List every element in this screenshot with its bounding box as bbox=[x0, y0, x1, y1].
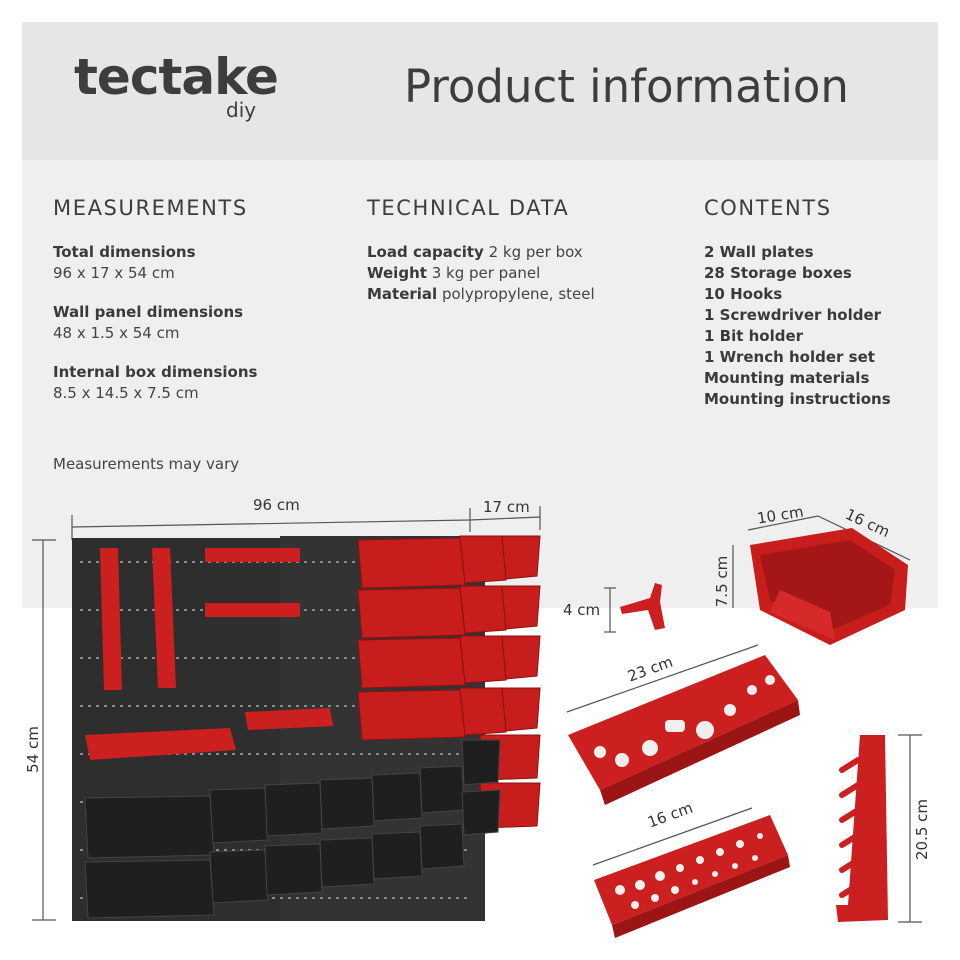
brand-logo-sub: diy bbox=[226, 98, 257, 122]
technical-value: 2 kg per box bbox=[488, 243, 583, 261]
contents-item: 1 Bit holder bbox=[704, 327, 804, 345]
measurement-label: Wall panel dimensions bbox=[53, 303, 244, 321]
black-storage-boxes bbox=[84, 739, 501, 919]
dim-wrench-holder: 20.5 cm bbox=[913, 798, 932, 861]
technical-label: Material bbox=[367, 285, 438, 303]
technical-heading: TECHNICAL DATA bbox=[367, 196, 570, 220]
measurement-value: 8.5 x 14.5 x 7.5 cm bbox=[53, 384, 199, 402]
measurements-heading: MEASUREMENTS bbox=[53, 196, 248, 220]
measurement-item: Internal box dimensions 8.5 x 14.5 x 7.5… bbox=[53, 362, 257, 404]
technical-row: Load capacity 2 kg per box bbox=[367, 242, 595, 263]
brand-logo: tectake bbox=[74, 48, 279, 106]
technical-value: 3 kg per panel bbox=[431, 264, 541, 282]
header-band bbox=[22, 22, 938, 160]
contents-heading: CONTENTS bbox=[704, 196, 832, 220]
hook-part bbox=[620, 583, 665, 630]
contents-item: 10 Hooks bbox=[704, 285, 783, 303]
technical-value: polypropylene, steel bbox=[441, 285, 595, 303]
measurement-value: 48 x 1.5 x 54 cm bbox=[53, 324, 180, 342]
contents-item: 28 Storage boxes bbox=[704, 264, 852, 282]
measurement-item: Wall panel dimensions 48 x 1.5 x 54 cm bbox=[53, 302, 257, 344]
contents-item: Mounting instructions bbox=[704, 390, 891, 408]
technical-label: Weight bbox=[367, 264, 427, 282]
dim-depth: 17 cm bbox=[483, 498, 530, 516]
measurement-value: 96 x 17 x 54 cm bbox=[53, 264, 175, 282]
measurement-label: Internal box dimensions bbox=[53, 363, 258, 381]
single-box bbox=[750, 528, 908, 645]
contents-section: CONTENTS 2 Wall plates 28 Storage boxes … bbox=[704, 196, 891, 410]
dim-hook: 4 cm bbox=[563, 601, 601, 619]
technical-row: Material polypropylene, steel bbox=[367, 284, 595, 305]
technical-row: Weight 3 kg per panel bbox=[367, 263, 595, 284]
tool-holder bbox=[568, 655, 800, 805]
contents-item: 1 Screwdriver holder bbox=[704, 306, 882, 324]
measurements-note: Measurements may vary bbox=[53, 455, 240, 473]
dim-box-height: 7.5 cm bbox=[713, 555, 732, 608]
measurement-item: Total dimensions 96 x 17 x 54 cm bbox=[53, 242, 257, 284]
bit-holder bbox=[594, 815, 790, 938]
measurements-section: MEASUREMENTS Total dimensions 96 x 17 x … bbox=[53, 196, 257, 422]
wrench-holder bbox=[836, 735, 888, 922]
mounted-red-parts bbox=[85, 548, 333, 760]
contents-item: 2 Wall plates bbox=[704, 243, 814, 261]
technical-section: TECHNICAL DATA Load capacity 2 kg per bo… bbox=[367, 196, 595, 305]
contents-item: Mounting materials bbox=[704, 369, 870, 387]
contents-item: 1 Wrench holder set bbox=[704, 348, 875, 366]
dim-width: 96 cm bbox=[253, 496, 300, 514]
measurement-label: Total dimensions bbox=[53, 243, 196, 261]
page-title: Product information bbox=[404, 60, 849, 113]
dim-height: 54 cm bbox=[23, 726, 42, 773]
technical-label: Load capacity bbox=[367, 243, 484, 261]
